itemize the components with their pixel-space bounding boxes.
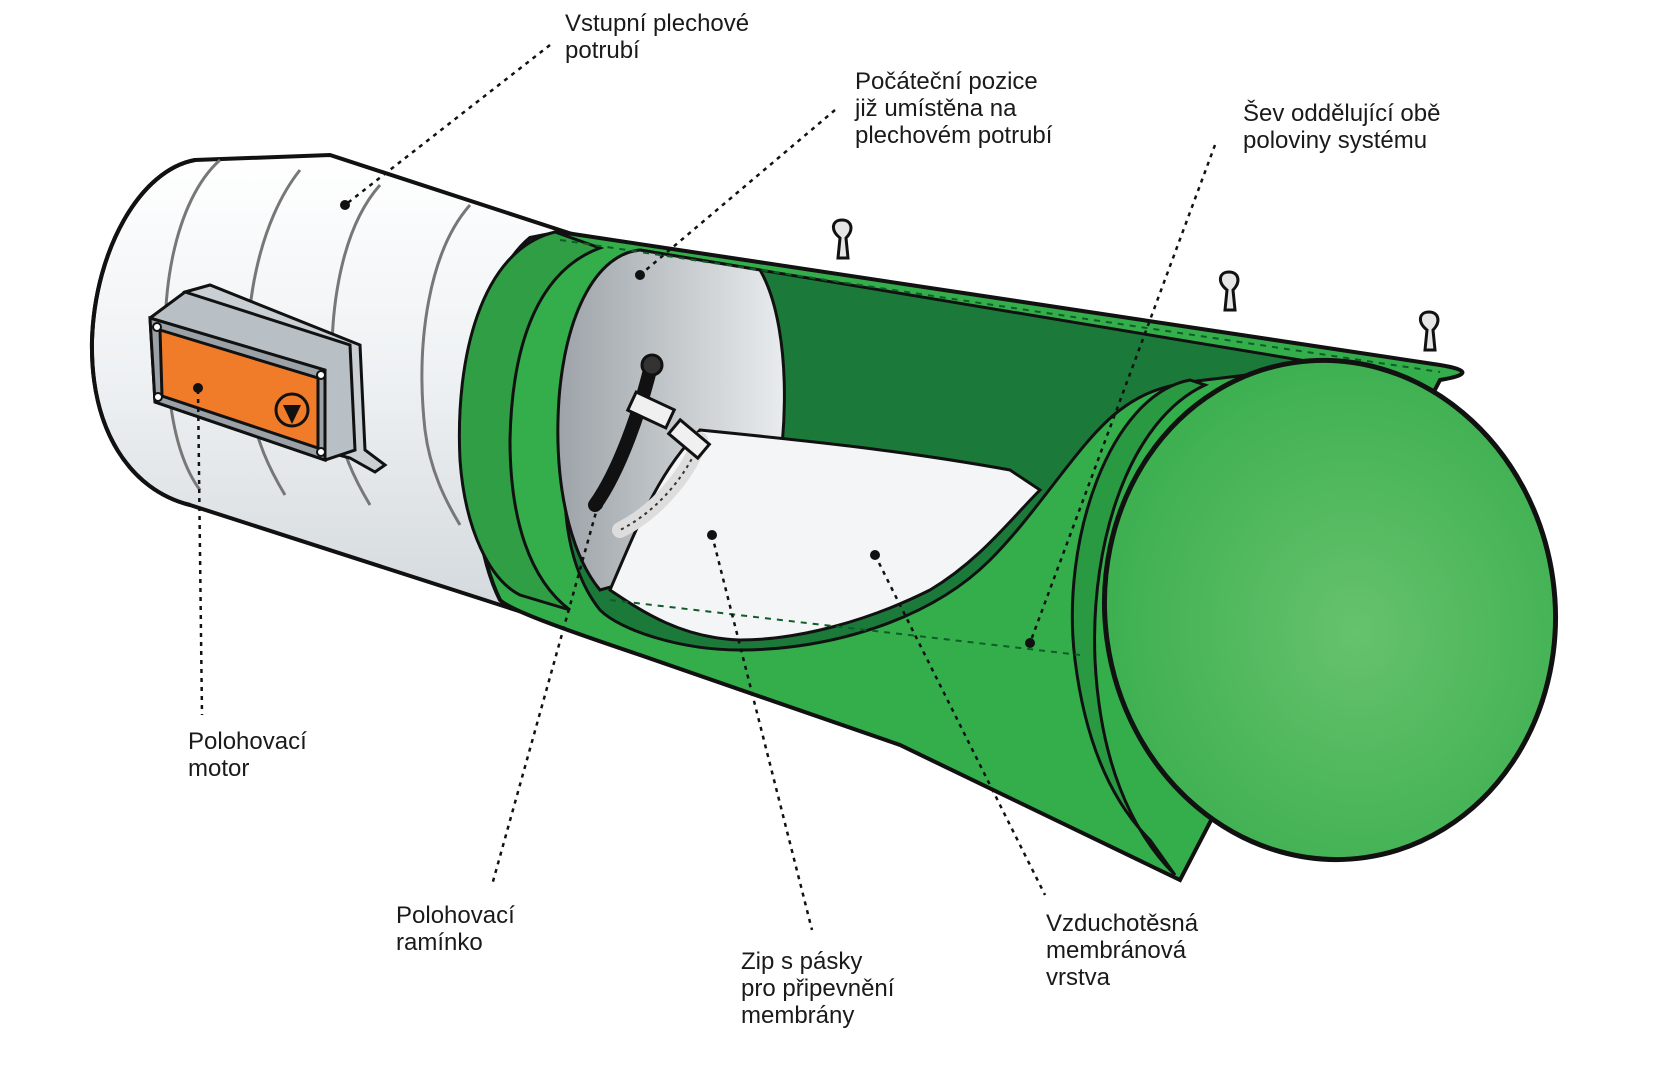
label-motor: Polohovací motor — [188, 728, 307, 782]
label-zip: Zip s pásky pro připevnění membrány — [741, 948, 894, 1029]
label-inlet-duct: Vstupní plechové potrubí — [565, 10, 749, 64]
leader-motor — [196, 389, 204, 716]
positioning-motor — [148, 283, 388, 474]
label-zip-line3: membrány — [741, 1002, 855, 1029]
fabric-end-cap — [1101, 357, 1559, 863]
leader-arm — [490, 504, 600, 886]
leader-membrane — [873, 554, 1047, 896]
label-inlet-duct-line1: Vstupní plechové — [565, 10, 750, 37]
label-seam: Šev oddělující obě poloviny systému — [1243, 100, 1440, 154]
label-membrane: Vzduchotěsná membránová vrstva — [1046, 910, 1198, 991]
leader-lines — [196, 44, 1217, 931]
label-motor-line2: motor — [188, 755, 250, 782]
label-start-position-line3: plechovém potrubí — [855, 122, 1053, 149]
leader-inlet-duct — [344, 44, 551, 206]
positioning-arm — [588, 353, 712, 538]
label-start-position: Počáteční pozice již umístěna na plechov… — [855, 68, 1052, 149]
label-seam-line2: poloviny systému — [1243, 127, 1428, 154]
label-seam-line1: Šev oddělující obě — [1243, 100, 1441, 127]
label-arm-line1: Polohovací — [396, 902, 515, 929]
label-arm-line2: ramínko — [396, 929, 483, 956]
leader-endpoints — [193, 200, 1035, 648]
leader-start-position — [639, 109, 836, 276]
label-membrane-line1: Vzduchotěsná — [1046, 910, 1199, 937]
label-arm: Polohovací ramínko — [396, 902, 515, 956]
label-motor-line1: Polohovací — [188, 728, 307, 755]
leader-seam — [1028, 144, 1217, 644]
label-inlet-duct-line2: potrubí — [565, 37, 640, 64]
rotation-arrow-icon — [274, 392, 310, 428]
label-membrane-line3: vrstva — [1046, 964, 1111, 991]
label-zip-line2: pro připevnění — [741, 975, 895, 1002]
hanger-clip-icon — [832, 218, 1440, 352]
label-start-position-line2: již umístěna na — [855, 95, 1017, 122]
label-start-position-line1: Počáteční pozice — [855, 68, 1038, 95]
label-zip-line1: Zip s pásky — [741, 948, 863, 975]
label-membrane-line2: membránová — [1046, 937, 1187, 964]
